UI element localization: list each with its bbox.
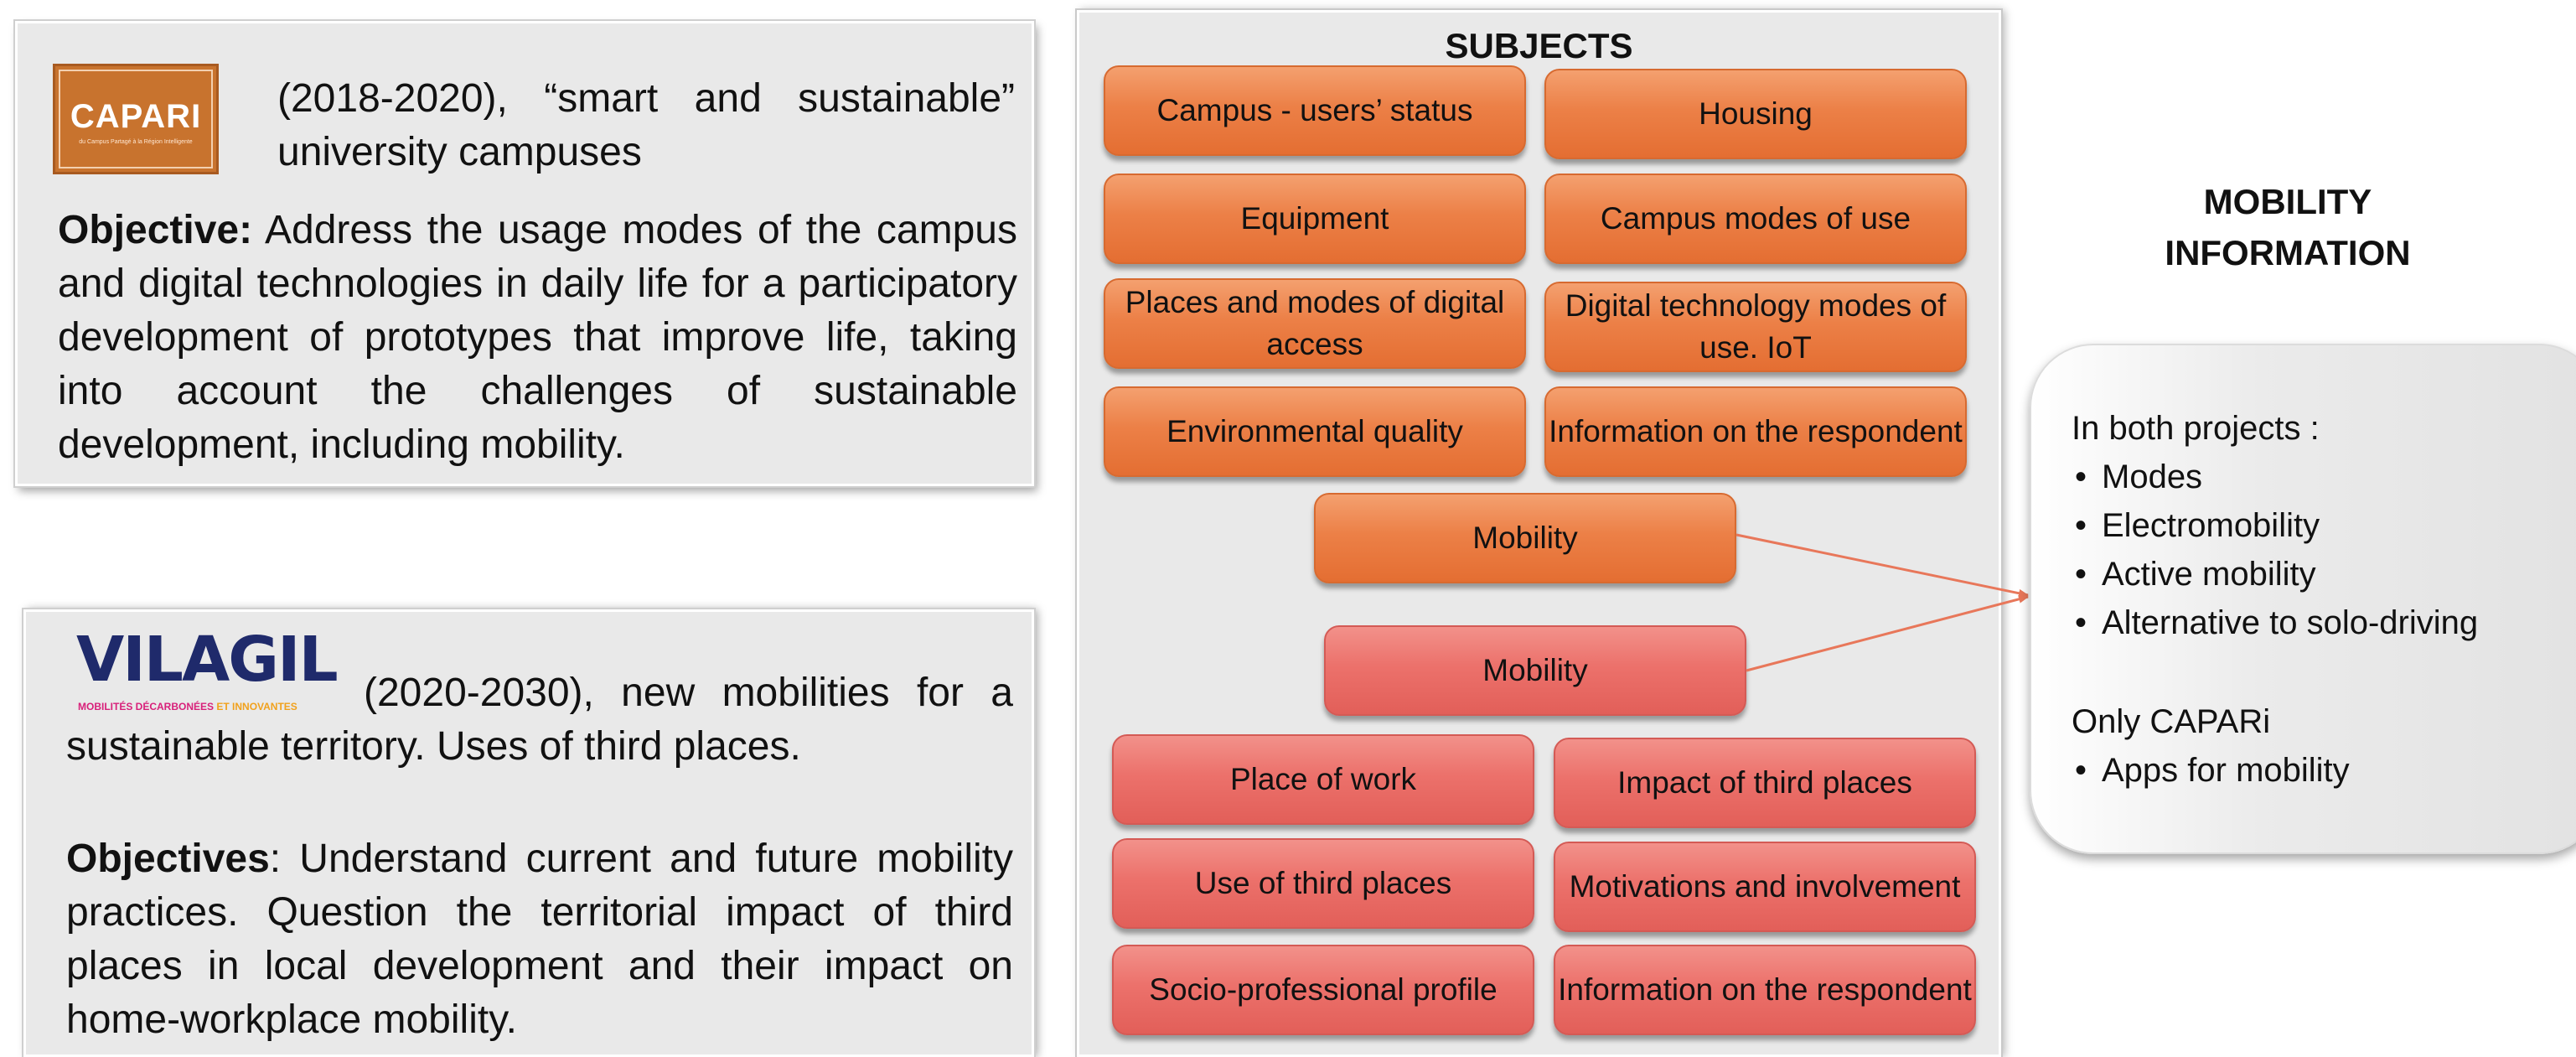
subject-capari-information-respondent: Information on the respondent [1544, 386, 1967, 477]
list-item: Active mobility [2072, 550, 2478, 598]
subjects-title: SUBJECTS [1445, 26, 1633, 65]
mobility-both-heading: In both projects : [2072, 410, 2320, 447]
mobility-only-section: Only CAPARi Apps for mobility [2072, 697, 2350, 795]
mobility-information-title: MOBILITY INFORMATION [2103, 176, 2472, 278]
subject-vilagil-place-of-work: Place of work [1112, 734, 1534, 825]
mobility-both-section: In both projects : Modes Electromobility… [2072, 404, 2478, 647]
subject-capari-places-digital-access: Places and modes of digital access [1104, 278, 1526, 369]
mobility-information-title-line1: MOBILITY [2203, 182, 2372, 221]
subject-vilagil-impact-third-places: Impact of third places [1554, 738, 1976, 828]
mobility-only-heading: Only CAPARi [2072, 703, 2271, 740]
mobility-only-list: Apps for mobility [2072, 746, 2350, 795]
vilagil-objective-text: : Understand current and future mobility… [66, 837, 1013, 1042]
subject-capari-mobility: Mobility [1314, 493, 1736, 583]
subject-capari-housing: Housing [1544, 69, 1967, 159]
vilagil-objective-label: Objectives [66, 837, 270, 881]
capari-logo-tagline: du Campus Partagé à la Région Intelligen… [79, 139, 193, 145]
subject-vilagil-socio-professional-profile: Socio-professional profile [1112, 945, 1534, 1035]
vilagil-objective: Objectives: Understand current and futur… [66, 832, 1013, 1047]
mobility-information-box: In both projects : Modes Electromobility… [2030, 344, 2576, 854]
subject-vilagil-motivations-involvement: Motivations and involvement [1554, 842, 1976, 932]
capari-panel: CAPARI du Campus Partagé à la Région Int… [15, 21, 1034, 486]
capari-objective: Objective: Address the usage modes of th… [58, 204, 1017, 472]
capari-objective-label: Objective: [58, 208, 253, 252]
subject-capari-environmental-quality: Environmental quality [1104, 386, 1526, 477]
list-item: Apps for mobility [2072, 746, 2350, 795]
list-item: Electromobility [2072, 501, 2478, 550]
subject-vilagil-use-third-places: Use of third places [1112, 838, 1534, 929]
subject-capari-campus-users-status: Campus - users’ status [1104, 65, 1526, 156]
vilagil-logo-tagline-part1: MOBILITÉS DÉCARBONÉES [78, 701, 217, 712]
capari-intro: (2018-2020), “smart and sustainable” uni… [277, 76, 1015, 174]
mobility-both-list: Modes Electromobility Active mobility Al… [2072, 453, 2478, 647]
arrow-capari-mobility [1735, 533, 2029, 598]
arrow-vilagil-mobility [1746, 594, 2029, 672]
capari-objective-text: Address the usage modes of the campus an… [58, 208, 1017, 467]
list-item: Alternative to solo-driving [2072, 598, 2478, 647]
vilagil-logo-tagline-part2: ET INNOVANTES [216, 701, 297, 712]
vilagil-intro: (2020-2030), new mobilities for a sustai… [66, 666, 1013, 774]
subject-capari-digital-technology-modes: Digital technology modes of use. IoT [1544, 282, 1967, 372]
vilagil-panel: VILAGIL MOBILITÉS DÉCARBONÉES ET INNOVAN… [23, 609, 1034, 1057]
capari-logo: CAPARI du Campus Partagé à la Région Int… [53, 64, 219, 174]
subject-vilagil-mobility: Mobility [1324, 625, 1746, 716]
subject-vilagil-information-respondent: Information on the respondent [1554, 945, 1976, 1035]
vilagil-logo-tagline: MOBILITÉS DÉCARBONÉES ET INNOVANTES [78, 701, 297, 712]
list-item: Modes [2072, 453, 2478, 501]
subject-capari-equipment: Equipment [1104, 174, 1526, 264]
vilagil-logo-text: VILAGIL [76, 624, 339, 696]
vilagil-intro-text: (2020-2030), new mobilities for a sustai… [66, 671, 1013, 769]
mobility-information-title-line2: INFORMATION [2165, 233, 2411, 272]
capari-logo-text: CAPARI [70, 98, 202, 135]
vilagil-logo: VILAGIL MOBILITÉS DÉCARBONÉES ET INNOVAN… [76, 624, 339, 721]
subject-capari-campus-modes-of-use: Campus modes of use [1544, 174, 1967, 264]
